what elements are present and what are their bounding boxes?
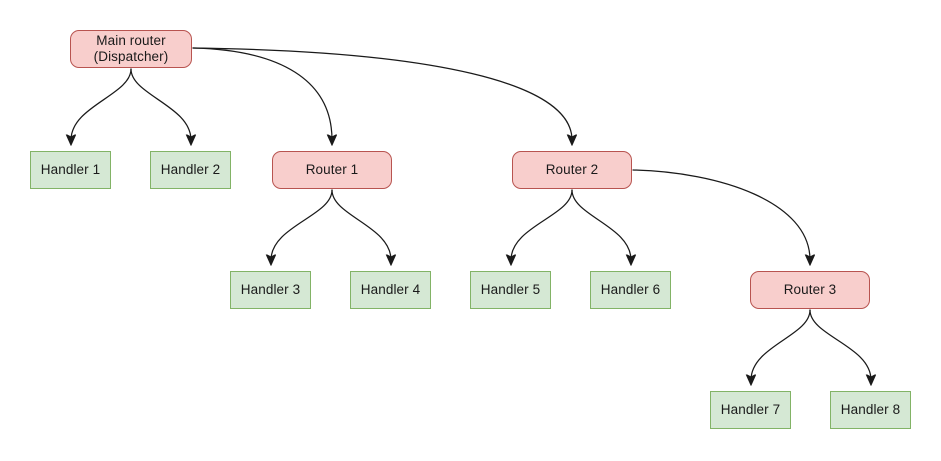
node-label-handler-7: Handler 7 [720,401,781,417]
node-handler-4[interactable]: Handler 4 [350,271,431,309]
edge-r1-h4 [331,189,391,260]
connector-group [71,47,871,380]
node-label-handler-5: Handler 5 [480,281,541,297]
node-handler-6[interactable]: Handler 6 [590,271,671,309]
edge-main-h1 [71,68,132,140]
edge-r2-h5 [511,189,573,260]
node-label-handler-6: Handler 6 [600,281,661,297]
node-router-3[interactable]: Router 3 [750,271,870,309]
node-label-handler-2: Handler 2 [160,161,221,177]
node-label-handler-3: Handler 3 [240,281,301,297]
node-label-handler-1: Handler 1 [40,161,101,177]
node-router-1[interactable]: Router 1 [272,151,392,189]
node-handler-3[interactable]: Handler 3 [230,271,311,309]
edge-r3-h8 [809,309,871,380]
node-label-main-router: Main router (Dispatcher) [93,32,169,64]
edge-r3-h7 [751,309,811,380]
edge-r1-h3 [271,189,333,260]
node-label-router-2: Router 2 [545,161,599,177]
node-handler-1[interactable]: Handler 1 [30,151,111,189]
node-label-handler-8: Handler 8 [840,401,901,417]
node-handler-5[interactable]: Handler 5 [470,271,551,309]
edge-main-r2 [192,47,572,140]
node-router-2[interactable]: Router 2 [512,151,632,189]
edge-main-h2 [130,68,191,140]
edge-r2-r3 [632,169,810,260]
edge-r2-h6 [571,189,631,260]
edge-main-r1 [192,47,332,140]
node-handler-7[interactable]: Handler 7 [710,391,791,429]
node-handler-8[interactable]: Handler 8 [830,391,911,429]
node-handler-2[interactable]: Handler 2 [150,151,231,189]
node-label-router-1: Router 1 [305,161,359,177]
node-main-router[interactable]: Main router (Dispatcher) [70,30,192,68]
node-label-router-3: Router 3 [783,281,837,297]
node-label-handler-4: Handler 4 [360,281,421,297]
